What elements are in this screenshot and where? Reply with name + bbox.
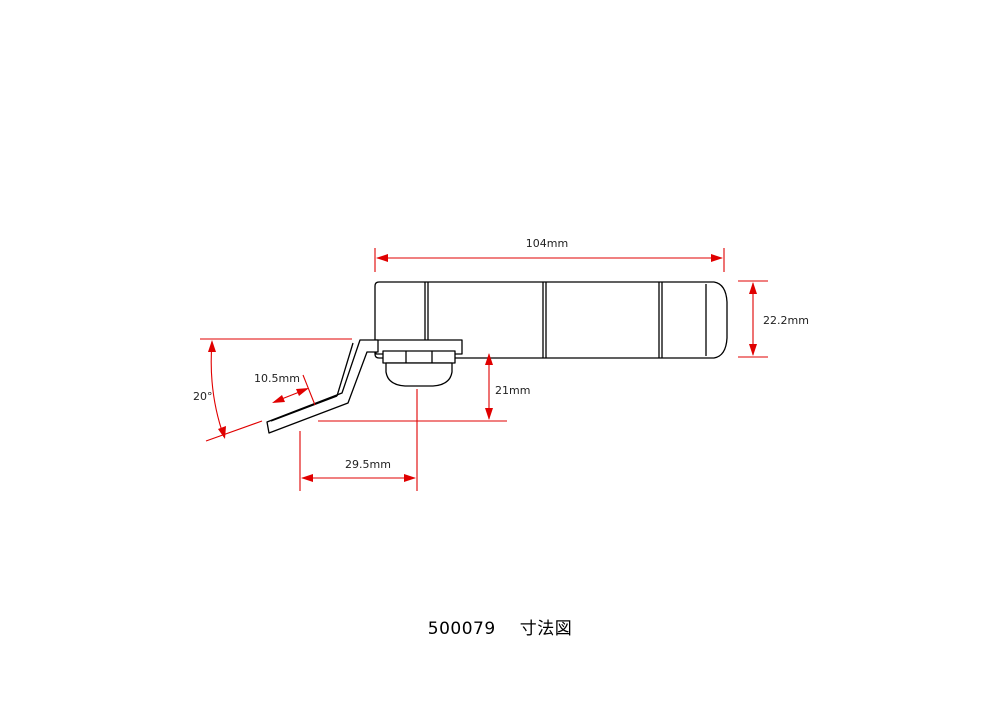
dim-label-offset: 29.5mm xyxy=(345,458,391,471)
dimension-tab-width: 10.5mm xyxy=(254,372,316,406)
part-number: 500079 xyxy=(427,619,496,639)
dim-label-tab-width: 10.5mm xyxy=(254,372,300,385)
drawing-caption: 500079 寸法図 xyxy=(0,614,1000,639)
dim-label-overall-length: 104mm xyxy=(526,237,568,250)
dome-foot xyxy=(385,362,453,387)
dimension-overall-length: 104mm xyxy=(374,237,725,272)
dim-label-drop: 21mm xyxy=(495,384,530,397)
dimension-angle: 20° xyxy=(193,338,352,442)
hex-nut xyxy=(382,350,456,364)
part-outline xyxy=(266,281,728,434)
bent-arm-edge xyxy=(270,395,338,422)
dimension-offset: 29.5mm xyxy=(299,389,418,491)
dim-label-height: 22.2mm xyxy=(763,314,809,327)
cylinder-body xyxy=(374,281,728,359)
dimension-drop: 21mm xyxy=(318,353,530,422)
dimension-height: 22.2mm xyxy=(738,280,809,358)
dim-label-angle: 20° xyxy=(193,390,213,403)
caption-title: 寸法図 xyxy=(519,619,573,639)
bent-arm-edge xyxy=(336,342,354,397)
bent-arm xyxy=(266,339,379,434)
